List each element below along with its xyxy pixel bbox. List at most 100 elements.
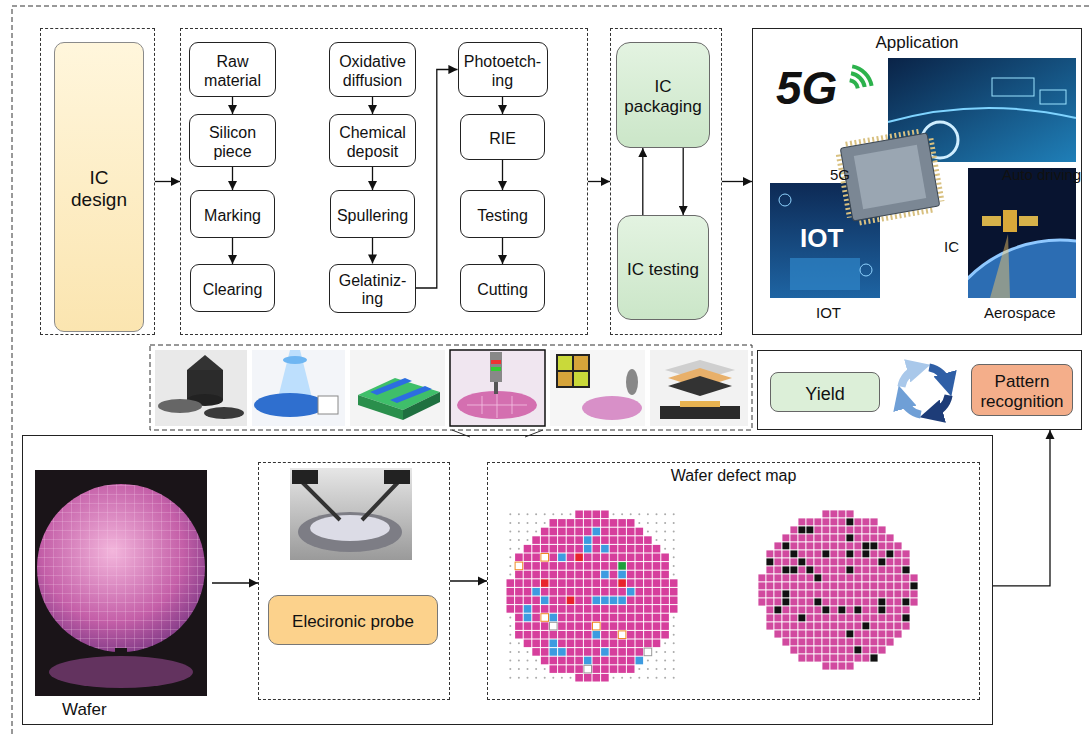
- map-cell: [558, 640, 566, 648]
- map-cell: [584, 674, 592, 682]
- map-cell: [862, 574, 870, 582]
- map-cell: [656, 522, 658, 524]
- map-cell: [814, 550, 822, 558]
- map-cell: [636, 562, 644, 570]
- map-cell: [822, 606, 830, 614]
- map-cell: [544, 522, 546, 524]
- map-cell: [878, 574, 886, 582]
- map-cell: [647, 677, 649, 679]
- map-cell: [790, 638, 798, 646]
- map-cell: [518, 539, 520, 541]
- flow-arrow: [450, 580, 487, 581]
- process-image-strip: [150, 345, 752, 437]
- flow-arrow: [232, 238, 233, 264]
- map-cell: [558, 597, 566, 605]
- flow-arrow: [642, 148, 643, 215]
- map-cell: [806, 614, 814, 622]
- cycle-arrows: [901, 367, 948, 414]
- map-cell: [910, 582, 918, 590]
- stage-box: IC packaging: [616, 42, 710, 148]
- map-cell: [507, 588, 515, 596]
- map-cell: [567, 648, 575, 656]
- map-cell: [618, 562, 626, 570]
- map-cell: [774, 566, 782, 574]
- map-cell: [673, 634, 675, 636]
- map-cell: [806, 550, 814, 558]
- map-cell: [575, 674, 583, 682]
- dashed-group: IC packagingIC testing: [610, 28, 722, 335]
- map-cell: [886, 638, 894, 646]
- map-cell: [798, 590, 806, 598]
- map-cell: [822, 590, 830, 598]
- map-cell: [806, 518, 814, 526]
- map-cell: [601, 562, 609, 570]
- map-cell: [584, 622, 592, 630]
- map-cell: [653, 588, 661, 596]
- map-cell: [798, 630, 806, 638]
- recognition-box: Pattern recognition: [971, 364, 1073, 416]
- map-cell: [886, 590, 894, 598]
- map-cell: [894, 598, 902, 606]
- map-cell: [673, 548, 675, 550]
- map-cell: [618, 536, 626, 544]
- map-cell: [567, 562, 575, 570]
- map-cell: [653, 597, 661, 605]
- map-cell: [830, 542, 838, 550]
- map-cell: [894, 582, 902, 590]
- map-cell: [601, 614, 609, 622]
- map-cell: [636, 579, 644, 587]
- map-cell: [567, 614, 575, 622]
- map-cell: [509, 548, 511, 550]
- map-cell: [886, 606, 894, 614]
- map-cell: [862, 598, 870, 606]
- node-label: Photoetch- ing: [463, 53, 543, 90]
- map-cell: [509, 513, 511, 515]
- process-image-strip: [660, 406, 740, 419]
- map-cell: [846, 638, 854, 646]
- map-cell: [627, 605, 635, 613]
- node-label: Marking: [204, 207, 261, 225]
- map-cell: [541, 657, 549, 665]
- flow-arrow: [722, 181, 752, 182]
- node-label: Wafer: [32, 700, 212, 722]
- map-cell: [524, 622, 532, 630]
- map-cell: [541, 536, 549, 544]
- process-box: Photoetch- ing: [458, 42, 548, 97]
- node-label: Silicon piece: [194, 124, 271, 161]
- map-cell: [782, 590, 790, 598]
- map-cell: [774, 542, 782, 550]
- map-cell: [567, 597, 575, 605]
- node-label: Pattern recognition: [976, 372, 1068, 411]
- map-cell: [647, 522, 649, 524]
- map-cell: [647, 660, 649, 662]
- application-images: [854, 145, 926, 209]
- map-cell: [870, 638, 878, 646]
- map-cell: [814, 526, 822, 534]
- map-cell: [575, 519, 583, 527]
- map-cell: [644, 562, 652, 570]
- map-cell: [550, 665, 558, 673]
- map-cell: [878, 542, 886, 550]
- map-cell: [644, 588, 652, 596]
- map-cell: [894, 542, 902, 550]
- map-cell: [854, 574, 862, 582]
- map-cell: [636, 545, 644, 553]
- map-cell: [532, 614, 540, 622]
- map-cell: [621, 513, 623, 515]
- map-cell: [830, 510, 838, 518]
- application-images: [968, 240, 1076, 298]
- process-box: Marking: [190, 190, 275, 238]
- map-cell: [610, 640, 618, 648]
- map-cell: [774, 550, 782, 558]
- map-cell: [673, 642, 675, 644]
- map-cell: [552, 513, 554, 515]
- map-cell: [798, 598, 806, 606]
- map-cell: [532, 622, 540, 630]
- map-cell: [567, 554, 575, 562]
- map-cell: [567, 545, 575, 553]
- map-cell: [584, 648, 592, 656]
- map-cell: [532, 588, 540, 596]
- dashed-group: Wafer defect map: [487, 462, 980, 700]
- map-cell: [636, 622, 644, 630]
